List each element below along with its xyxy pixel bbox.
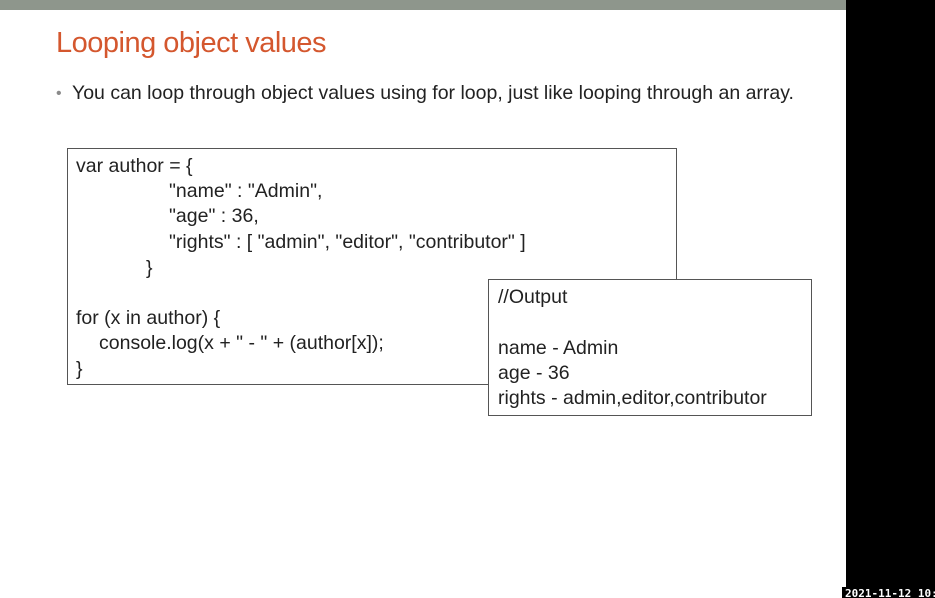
- code-line: }: [76, 358, 83, 380]
- output-line: rights - admin,editor,contributor: [498, 387, 767, 409]
- slide-title: Looping object values: [56, 27, 327, 59]
- slide-top-bar: [0, 0, 846, 10]
- code-block: var author = { "name" : "Admin", "age" :…: [67, 148, 677, 385]
- bullet-marker: •: [56, 85, 62, 102]
- code-line: "name" : "Admin",: [169, 180, 323, 202]
- output-header: //Output: [498, 286, 568, 308]
- code-line: var author = {: [76, 155, 193, 177]
- bullet-text: You can loop through object values using…: [72, 82, 794, 104]
- code-line: console.log(x + " - " + (author[x]);: [99, 332, 384, 354]
- presentation-slide: Looping object values • You can loop thr…: [0, 0, 846, 598]
- code-line: for (x in author) {: [76, 307, 221, 329]
- recording-timestamp: 2021-11-12 10:: [842, 587, 935, 598]
- output-line: age - 36: [498, 362, 570, 384]
- output-block: //Output name - Admin age - 36 rights - …: [488, 279, 812, 416]
- code-line: "rights" : [ "admin", "editor", "contrib…: [169, 231, 526, 253]
- output-line: name - Admin: [498, 337, 619, 359]
- code-line: }: [146, 257, 153, 279]
- code-line: "age" : 36,: [169, 205, 259, 227]
